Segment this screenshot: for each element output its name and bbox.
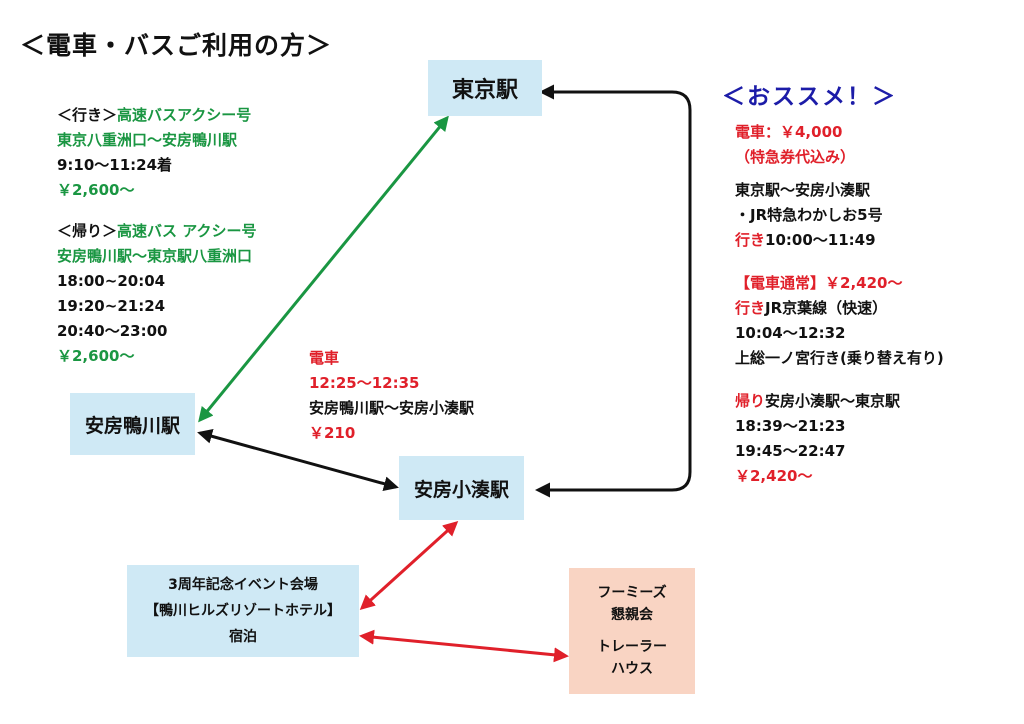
bus-return-time: 19:20~21:24 [57, 297, 166, 315]
return-route: 安房小湊駅～東京駅 [765, 392, 901, 410]
venue-line: 【鴨川ヒルズリゾートホテル】 [145, 603, 341, 619]
bus-route-arrow [198, 115, 449, 423]
express-time: 10:00～11:49 [765, 231, 876, 249]
return-time: 18:39～21:23 [735, 417, 846, 435]
bus-return-prefix: ＜帰り＞ [57, 222, 118, 240]
venue-fumi-arrow [359, 629, 569, 663]
express-route: 東京駅～安房小湊駅 [735, 181, 871, 199]
venue-line: 宿泊 [229, 629, 257, 645]
return-fare: ￥2,420～ [735, 467, 813, 485]
bus-info: ＜行き＞高速バスアクシー号 東京八重洲口～安房鴨川駅 9:10～11:24着 ￥… [57, 103, 257, 369]
local-train-fare: ￥210 [309, 424, 356, 442]
normal-prefix: 行き [735, 299, 766, 317]
bus-return-route: 安房鴨川駅～東京駅八重洲口 [57, 247, 253, 265]
tokyo-station-box: 東京駅 [428, 60, 542, 116]
normal-fare: 【電車通常】￥2,420～ [735, 274, 903, 292]
venue-box: 3周年記念イベント会場 【鴨川ヒルズリゾートホテル】 宿泊 [127, 565, 359, 657]
kominato-station-label: 安房小湊駅 [413, 478, 509, 501]
bus-outbound-prefix: ＜行き＞ [57, 106, 118, 124]
page-title: ＜電車・バスご利用の方＞ [20, 31, 333, 60]
local-train-route: 安房鴨川駅～安房小湊駅 [309, 399, 475, 417]
express-note: （特急券代込み） [735, 148, 856, 166]
kamogawa-station-box: 安房鴨川駅 [70, 393, 195, 455]
bus-outbound-route: 東京八重洲口～安房鴨川駅 [57, 131, 238, 149]
venue-kominato-arrow [359, 520, 459, 611]
local-train-arrow [197, 428, 399, 492]
tokyo-station-label: 東京駅 [451, 78, 518, 103]
kominato-station-box: 安房小湊駅 [399, 456, 524, 520]
fumis-line: トレーラー [597, 639, 667, 655]
recommend-info: 電車：￥4,000 （特急券代込み） 東京駅～安房小湊駅 ・JR特急わかしお5号… [735, 120, 944, 489]
express-prefix: 行き [735, 231, 766, 249]
fumis-box: フーミーズ 懇親会 トレーラー ハウス [569, 568, 695, 694]
kamogawa-station-label: 安房鴨川駅 [84, 414, 180, 437]
normal-transfer: 上総一ノ宮行き(乗り替え有り) [735, 349, 944, 367]
recommended-train-arrow [535, 84, 692, 498]
bus-return-time: 18:00~20:04 [57, 272, 166, 290]
return-time: 19:45～22:47 [735, 442, 846, 460]
local-train-info: 電車 12:25～12:35 安房鴨川駅～安房小湊駅 ￥210 [309, 346, 474, 446]
express-fare: 電車：￥4,000 [735, 123, 843, 141]
return-prefix: 帰り [735, 392, 766, 410]
local-train-time: 12:25～12:35 [309, 374, 420, 392]
bus-outbound-fare: ￥2,600～ [57, 181, 135, 199]
bus-return-fare: ￥2,600～ [57, 347, 135, 365]
bus-outbound-name: 高速バスアクシー号 [117, 106, 252, 124]
bus-return-name: 高速バス アクシー号 [117, 222, 257, 240]
fumis-line: フーミーズ [597, 585, 667, 601]
recommend-title: ＜おススメ！＞ [722, 84, 897, 110]
express-train: ・JR特急わかしお5号 [735, 206, 883, 224]
bus-outbound-time: 9:10～11:24着 [57, 156, 173, 174]
normal-time: 10:04～12:32 [735, 324, 846, 342]
fumis-line: 懇親会 [611, 607, 653, 623]
bus-return-time: 20:40～23:00 [57, 322, 168, 340]
fumis-line: ハウス [611, 661, 653, 677]
local-train-label: 電車 [309, 349, 340, 367]
venue-line: 3周年記念イベント会場 [168, 577, 318, 593]
normal-line: JR京葉線（快速） [765, 299, 888, 317]
